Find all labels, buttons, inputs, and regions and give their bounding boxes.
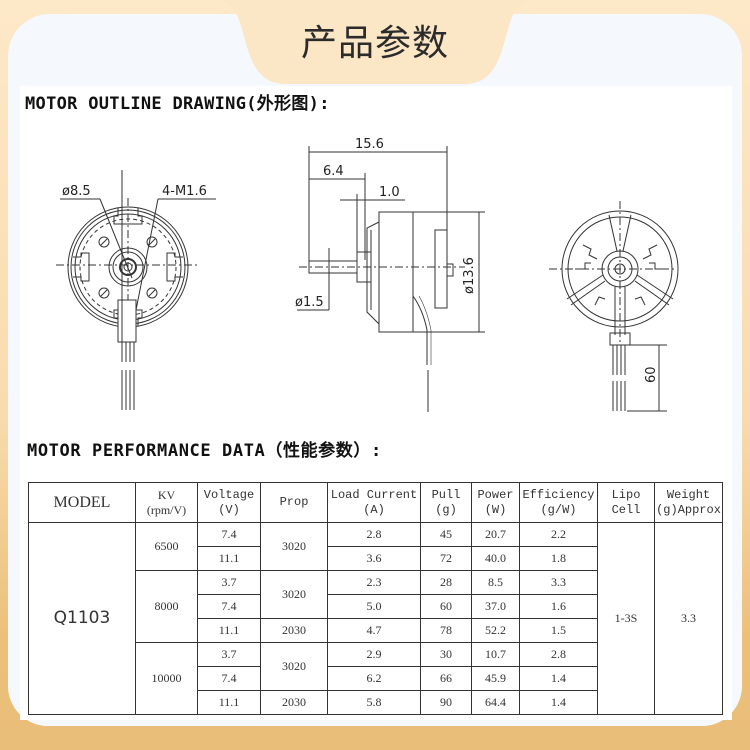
voltage-cell: 11.1 [197,690,261,715]
pull-cell: 45 [420,522,472,547]
lipo-cell: 1-3S [597,522,655,715]
current-cell: 5.8 [327,690,421,715]
power-cell: 52.2 [471,618,520,643]
title-tab-shape [215,0,535,84]
pull-cell: 66 [420,666,472,691]
header-voltage: Voltage(V) [197,482,261,523]
header-weight: Weight(g)Approx [654,482,723,523]
outline-heading: MOTOR OUTLINE DRAWING(外形图): [25,94,330,114]
current-cell: 2.8 [327,522,421,547]
efficiency-cell: 2.8 [519,642,598,667]
voltage-cell: 7.4 [197,666,261,691]
label-lead-length: 60 [644,366,659,383]
power-cell: 10.7 [471,642,520,667]
power-cell: 45.9 [471,666,520,691]
efficiency-cell: 1.8 [519,546,598,571]
efficiency-cell: 1.4 [519,666,598,691]
power-cell: 40.0 [471,546,520,571]
current-cell: 5.0 [327,594,421,619]
label-overall-length: 15.6 [355,137,384,152]
label-body-diameter: ø13.6 [462,257,477,294]
label-diameter: ø8.5 [62,184,91,199]
voltage-cell: 3.7 [197,642,261,667]
power-cell: 64.4 [471,690,520,715]
table-row: 7.4 5.0 60 37.0 1.6 [29,594,723,619]
pull-cell: 30 [420,642,472,667]
pull-cell: 90 [420,690,472,715]
power-cell: 20.7 [471,522,520,547]
weight-cell: 3.3 [654,522,723,715]
prop-cell: 3020 [260,570,328,619]
side-view-drawing: 15.6 6.4 1.0 ø1.5 ø13.6 [285,130,485,420]
prop-cell: 2030 [260,618,328,643]
header-pull: Pull(g) [420,482,472,523]
page-title: 产品参数 [300,23,449,64]
front-view-drawing: ø8.5 4-M1.6 [40,170,240,420]
prop-cell: 2030 [260,690,328,715]
current-cell: 2.9 [327,642,421,667]
header-current: Load Current(A) [327,482,421,523]
pull-cell: 28 [420,570,472,595]
efficiency-cell: 1.5 [519,618,598,643]
efficiency-cell: 1.6 [519,594,598,619]
power-cell: 37.0 [471,594,520,619]
header-efficiency: Efficiency(g/W) [519,482,598,523]
current-cell: 2.3 [327,570,421,595]
kv-cell: 10000 [135,642,198,715]
voltage-cell: 7.4 [197,594,261,619]
model-cell: Q1103 [28,522,136,715]
label-flange: 1.0 [379,185,400,200]
table-row: 11.1 2030 5.8 90 64.4 1.4 [29,690,723,715]
kv-cell: 6500 [135,522,198,571]
efficiency-cell: 1.4 [519,690,598,715]
table-row: Q1103 6500 7.4 3020 2.8 45 20.7 2.2 1-3S… [28,522,723,715]
kv-cell: 8000 [135,570,198,643]
pull-cell: 60 [420,594,472,619]
table-header-row: MODEL KV(rpm/V) Voltage(V) Prop Load Cur… [28,482,723,523]
voltage-cell: 7.4 [197,522,261,547]
rear-view-drawing: 60 [545,195,685,420]
header-model: MODEL [28,482,136,523]
voltage-cell: 3.7 [197,570,261,595]
label-shaft-diameter: ø1.5 [295,295,324,310]
header-power: Power(W) [471,482,520,523]
table-row: 10000 3.7 3020 2.9 30 10.7 2.8 [29,642,723,715]
performance-heading: MOTOR PERFORMANCE DATA（性能参数）: [27,441,382,461]
efficiency-cell: 3.3 [519,570,598,595]
prop-cell: 3020 [260,642,328,691]
pull-cell: 72 [420,546,472,571]
current-cell: 6.2 [327,666,421,691]
header-kv: KV(rpm/V) [135,482,198,523]
title-tab: 产品参数 [215,0,535,86]
label-shaft-length: 6.4 [323,164,344,179]
table-row: 11.1 2030 4.7 78 52.2 1.5 [29,618,723,643]
prop-cell: 3020 [260,522,328,571]
label-screws: 4-M1.6 [162,184,207,199]
power-cell: 8.5 [471,570,520,595]
table-row: 7.4 6.2 66 45.9 1.4 [29,666,723,691]
efficiency-cell: 2.2 [519,522,598,547]
table-row: 11.1 3.6 72 40.0 1.8 [29,546,723,571]
voltage-cell: 11.1 [197,618,261,643]
header-prop: Prop [260,482,328,523]
table-row: 8000 3.7 3020 2.3 28 8.5 3.3 [29,570,723,643]
pull-cell: 78 [420,618,472,643]
performance-table: MODEL KV(rpm/V) Voltage(V) Prop Load Cur… [28,482,723,715]
voltage-cell: 11.1 [197,546,261,571]
current-cell: 3.6 [327,546,421,571]
current-cell: 4.7 [327,618,421,643]
